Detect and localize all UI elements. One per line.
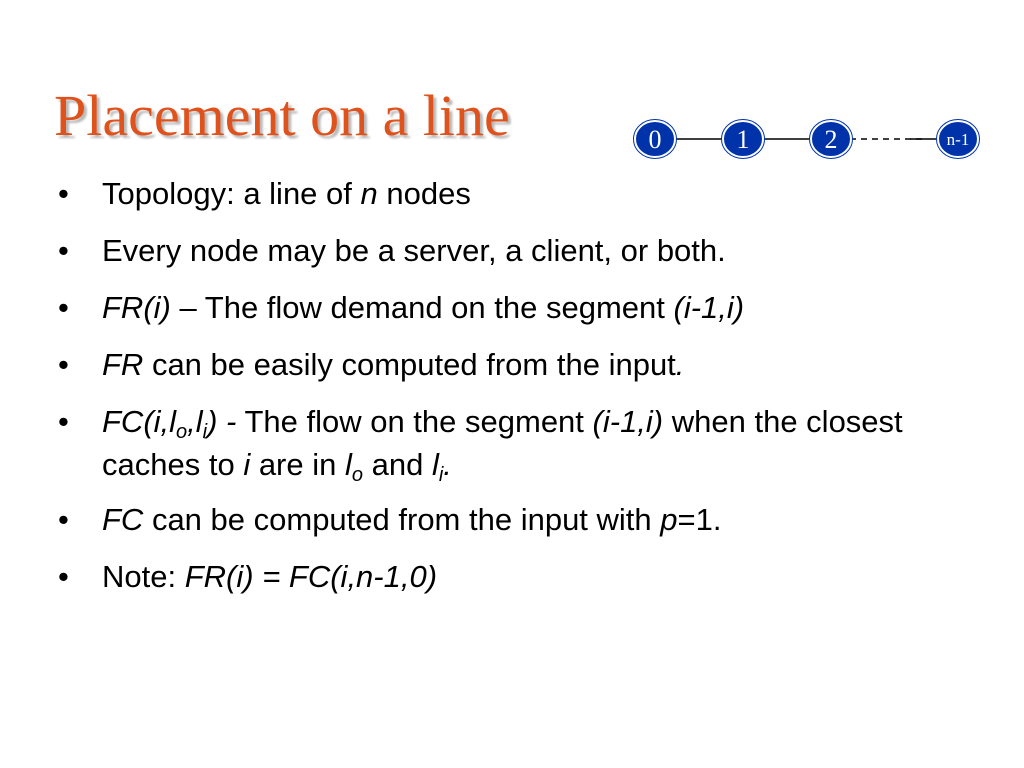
node-label: 2 — [825, 125, 838, 154]
node-1: 1 — [721, 119, 765, 159]
bullet-text: The flow on the segment — [236, 404, 593, 439]
bullet-item-fr-computed: • FR can be easily computed from the inpu… — [56, 343, 986, 386]
bullet-italic: p — [660, 502, 678, 537]
bullet-text: when the closest caches to — [102, 404, 903, 482]
line-topology-svg: 0 1 2 n-1 — [633, 119, 980, 159]
bullet-text: Every node may be a server, a client, or… — [102, 233, 726, 268]
bullet-text: can be computed from the input with — [143, 502, 661, 537]
bullet-subscript: o — [351, 464, 363, 486]
bullet-text: and — [363, 447, 432, 482]
bullet-italic: . — [443, 447, 452, 482]
bullet-italic: n — [360, 176, 378, 211]
bullet-italic: . — [675, 347, 685, 382]
bullet-marker: • — [58, 176, 69, 211]
bullet-italic: ,l — [187, 404, 203, 439]
bullet-subscript: o — [176, 421, 188, 443]
bullet-italic: (i-1,i) — [673, 290, 745, 325]
bullet-italic: FC — [102, 502, 144, 537]
node-0: 0 — [633, 119, 677, 159]
bullet-text: nodes — [377, 176, 471, 211]
line-topology-diagram: 0 1 2 n-1 — [630, 112, 990, 168]
bullet-text: – The flow demand on the segment — [170, 290, 674, 325]
bullet-text: can be easily computed from the input — [143, 347, 676, 382]
bullet-subscript: i — [202, 421, 208, 443]
bullet-text: are in — [250, 447, 345, 482]
bullet-item-fc-computed: •FC can be computed from the input with … — [56, 498, 986, 541]
bullet-subscript: i — [438, 464, 444, 486]
node-n-1: n-1 — [936, 119, 980, 159]
bullet-italic: FC(i,l — [102, 404, 177, 439]
bullet-italic: i — [243, 447, 251, 482]
bullet-item-note: • Note: FR(i) = FC(i,n-1,0) — [56, 555, 986, 598]
bullet-item-fr-definition: •FR(i) – The flow demand on the segment … — [56, 286, 986, 329]
bullet-italic: FR — [102, 347, 144, 382]
bullet-italic: ) - — [207, 404, 237, 439]
bullet-italic: FR(i) — [102, 290, 171, 325]
bullet-marker: • — [58, 347, 69, 382]
bullet-item-every-node: • Every node may be a server, a client, o… — [56, 229, 986, 272]
bullet-text: =1. — [677, 502, 722, 537]
bullet-text: Topology: a line of — [102, 176, 361, 211]
slide-title: Placement on a line — [54, 83, 510, 148]
bullet-marker: • — [58, 404, 69, 439]
node-2: 2 — [809, 119, 853, 159]
node-label: 0 — [649, 125, 662, 154]
node-label: 1 — [737, 125, 750, 154]
bullet-marker: • — [58, 233, 69, 268]
bullet-italic: (i-1,i) — [592, 404, 664, 439]
bullet-list: • Topology: a line of n nodes • Every node… — [56, 172, 986, 612]
bullet-italic: l — [431, 447, 439, 482]
node-label: n-1 — [947, 130, 970, 149]
bullet-item-topology: • Topology: a line of n nodes — [56, 172, 986, 215]
bullet-marker: • — [58, 502, 69, 537]
bullet-item-fc-definition: •FC(i,lo,li) - The flow on the segment (… — [56, 400, 986, 486]
bullet-italic: FR(i) = FC(i,n-1,0) — [184, 559, 438, 594]
bullet-marker: • — [58, 290, 69, 325]
bullet-italic: l — [344, 447, 352, 482]
bullet-text: Note: — [102, 559, 185, 594]
bullet-marker: • — [58, 559, 69, 594]
